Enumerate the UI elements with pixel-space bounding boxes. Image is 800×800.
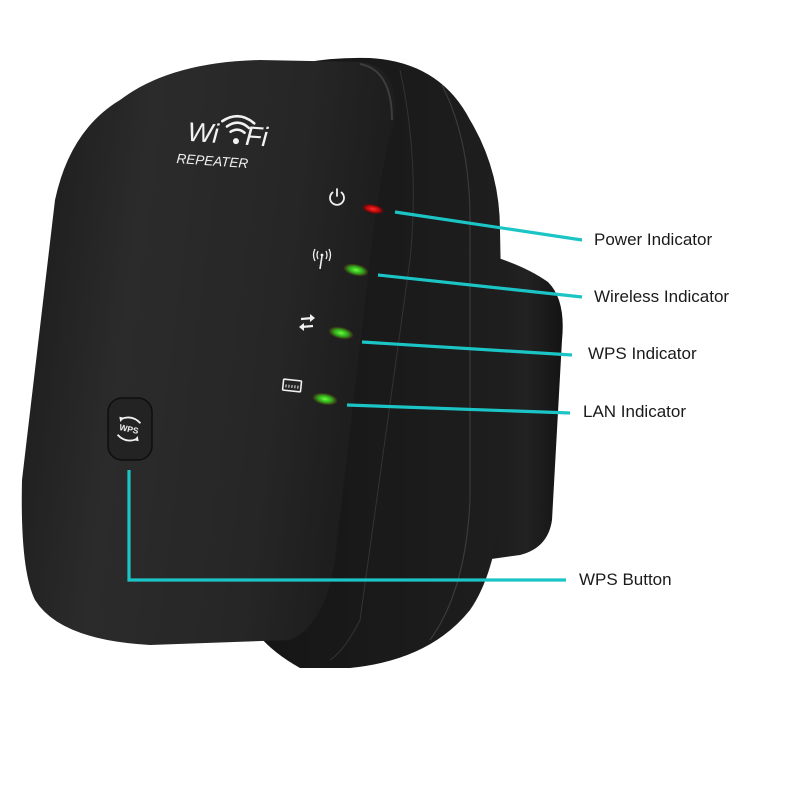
wps-button-label: WPS Button <box>579 570 672 589</box>
wps-led <box>328 326 354 340</box>
wps-leader-line <box>361 340 573 357</box>
antenna-signal-icon <box>312 248 332 270</box>
power-icon <box>329 188 345 206</box>
wps-icon: WPS <box>116 416 142 442</box>
wps-button-leader-line <box>127 470 566 582</box>
wifi-icon <box>221 114 256 145</box>
power-led <box>361 203 385 215</box>
wifi-repeater-logo: Wi Fi REPEATER <box>176 114 270 171</box>
wps-button[interactable]: WPS <box>107 397 153 461</box>
power-indicator-label: Power Indicator <box>594 230 713 249</box>
wireless-led <box>343 263 369 277</box>
front-face <box>21 60 396 645</box>
lan-led <box>312 392 338 406</box>
lan-leader-line <box>346 403 571 415</box>
brand-wi: Wi <box>186 117 220 149</box>
lan-indicator-label: LAN Indicator <box>583 402 686 421</box>
ethernet-port-icon <box>281 378 303 393</box>
wireless-indicator-label: Wireless Indicator <box>594 287 730 306</box>
wps-indicator-label: WPS Indicator <box>588 344 697 363</box>
wireless-leader-line <box>377 273 583 299</box>
sync-arrows-icon <box>299 314 315 331</box>
brand-fi: Fi <box>244 121 270 153</box>
leader-lines <box>127 210 583 582</box>
brand-subtitle: REPEATER <box>176 151 249 171</box>
power-leader-line <box>394 210 583 242</box>
wps-button-text: WPS <box>118 422 139 436</box>
